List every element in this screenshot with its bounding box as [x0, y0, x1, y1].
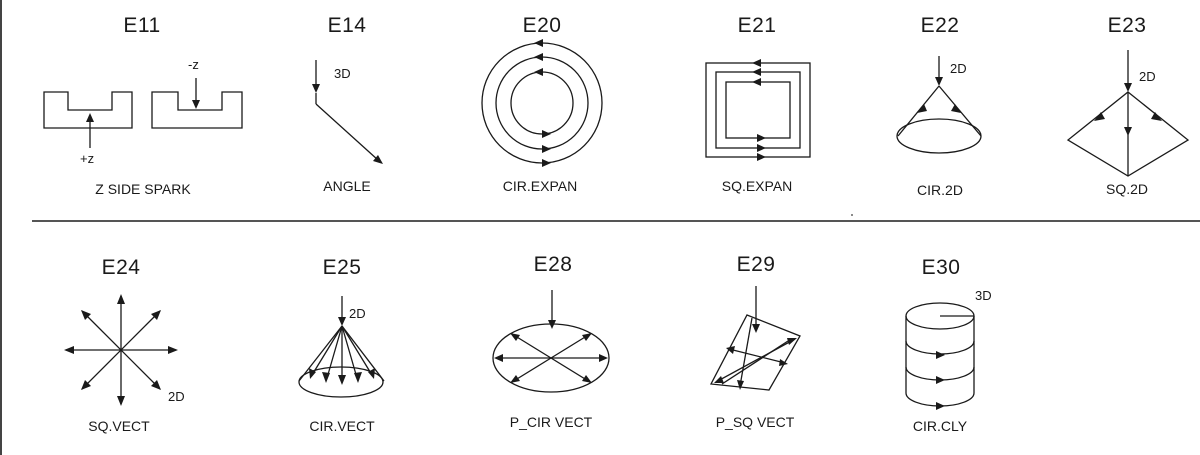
tag-minus-z: -z [188, 57, 199, 72]
tag-plus-z: +z [80, 151, 95, 166]
pyramid-2d-icon [1066, 50, 1190, 177]
tag-e14-3d: 3D [334, 66, 351, 81]
label-e24: SQ.VECT [88, 418, 150, 434]
code-e22: E22 [920, 14, 960, 37]
parallelogram-vectors-icon [709, 286, 801, 391]
left-border [0, 0, 2, 455]
label-e28: P_CIR VECT [509, 414, 593, 430]
label-e22: CIR.2D [917, 182, 963, 198]
tag-e23-2d: 2D [1139, 69, 1156, 84]
label-e11: Z SIDE SPARK [95, 181, 191, 197]
label-e20: CIR.EXPAN [502, 178, 578, 194]
cone-vectors-icon [298, 296, 385, 398]
cylinder-spiral-icon [905, 302, 975, 410]
code-e29: E29 [736, 253, 776, 276]
code-e30: E30 [921, 256, 961, 279]
code-e20: E20 [522, 14, 562, 37]
code-e23: E23 [1107, 14, 1147, 37]
code-e14: E14 [327, 14, 367, 37]
tag-e25-2d: 2D [349, 306, 366, 321]
circle-expansion-icon [481, 39, 603, 167]
radial-vectors-icon [64, 294, 178, 406]
square-expansion-icon [705, 59, 811, 161]
ellipse-vectors-icon [492, 290, 610, 393]
label-e30: CIR.CLY [912, 418, 968, 434]
code-e25: E25 [322, 256, 362, 279]
scan-speck [851, 214, 853, 216]
code-e21: E21 [737, 14, 777, 37]
label-e25: CIR.VECT [309, 418, 375, 434]
code-e28: E28 [533, 253, 573, 276]
tag-e24-2d: 2D [168, 389, 185, 404]
tag-e30-3d: 3D [975, 288, 992, 303]
tag-e22-2d: 2D [950, 61, 967, 76]
z-side-spark-icon [43, 78, 243, 148]
code-e11: E11 [123, 14, 161, 37]
label-e14: ANGLE [323, 178, 371, 194]
label-e21: SQ.EXPAN [721, 178, 793, 194]
label-e29: P_SQ VECT [715, 414, 795, 430]
code-e24: E24 [101, 256, 141, 279]
angle-path-icon [312, 60, 383, 164]
row-divider [32, 220, 1200, 222]
cone-2d-icon [896, 56, 982, 154]
label-e23: SQ.2D [1105, 181, 1149, 197]
